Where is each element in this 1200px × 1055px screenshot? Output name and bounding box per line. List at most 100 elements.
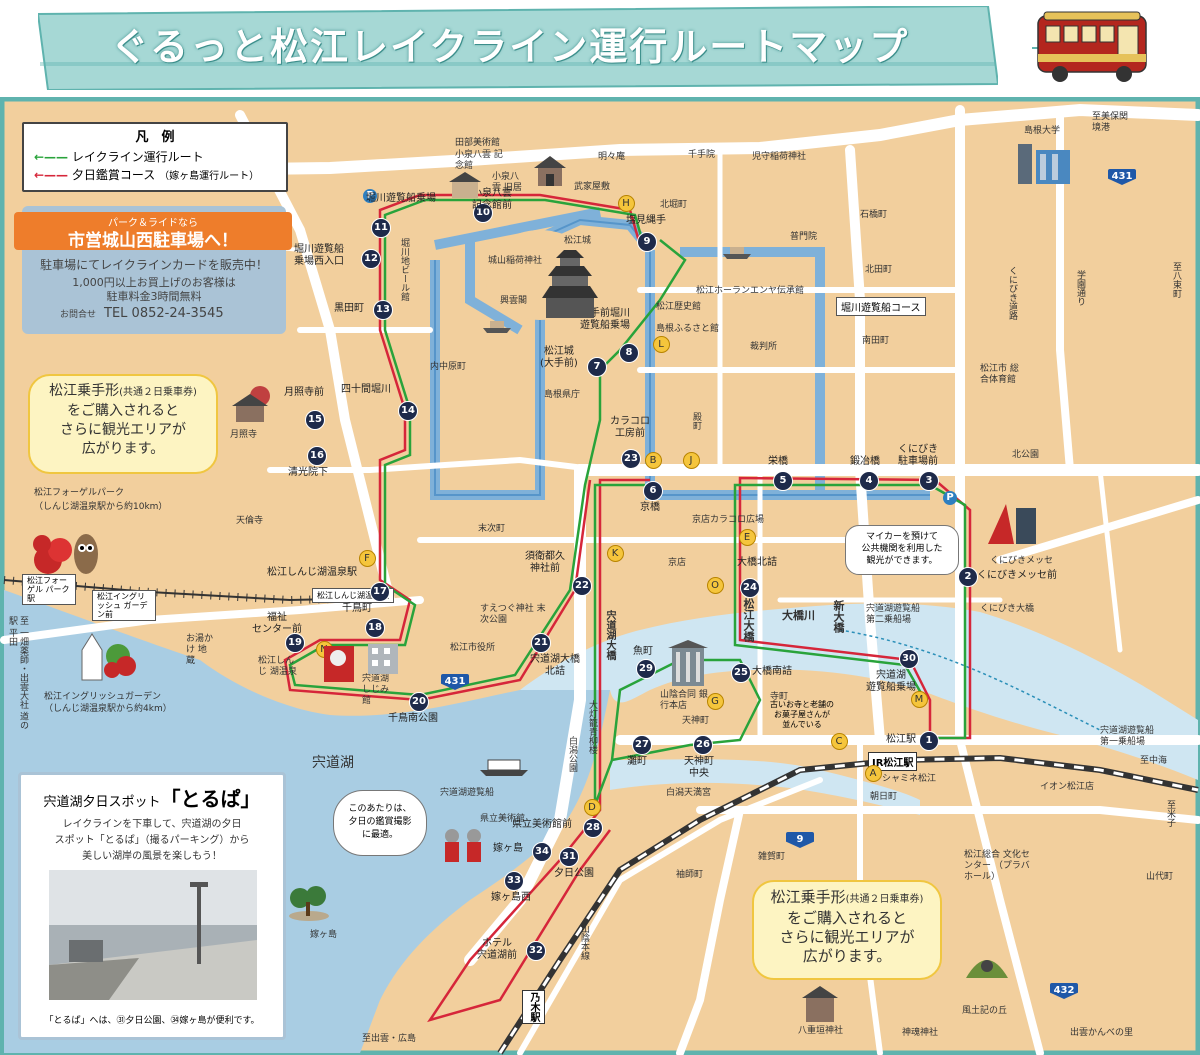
bus-stop-28-badge: 28 bbox=[583, 818, 603, 838]
bus-stop-25-name: 大橋南詰 bbox=[752, 666, 792, 677]
bus-stop-32-name: ホテル宍道湖前 bbox=[477, 938, 517, 961]
bus-stop-23-name: カラコロ工房前 bbox=[610, 416, 650, 439]
bus-stop-22-badge: 22 bbox=[572, 576, 592, 596]
legend-red-label: 夕日鑑賞コース bbox=[71, 168, 156, 182]
bus-stop-26-name: 天神町中央 bbox=[684, 756, 714, 779]
toraba-photo bbox=[49, 870, 257, 1000]
moat-boat-icon-2 bbox=[483, 321, 511, 333]
place-suetsugu: 末次町 bbox=[478, 524, 506, 534]
place-court: 裁判所 bbox=[750, 342, 778, 352]
legend: 凡 例 ←—— レイクライン運行ルート ←—— 夕日鑑賞コース （嫁ヶ島運行ルー… bbox=[22, 122, 288, 192]
bus-stop-5-badge: 5 bbox=[773, 471, 793, 491]
bus-stop-5-name: 栄橋 bbox=[768, 456, 788, 467]
place-asahi: 朝日町 bbox=[870, 792, 898, 802]
parking-title: 市営城山西駐車場へ！ bbox=[68, 231, 238, 251]
bus-stop-9-badge: 9 bbox=[637, 232, 657, 252]
bus-stop-12-name: 堀川遊覧船乗場西入口 bbox=[294, 244, 344, 267]
bus-stop-13-name: 黒田町 bbox=[334, 303, 364, 314]
lake-boat-route bbox=[839, 629, 1101, 731]
bus-stop-25-badge: 25 bbox=[731, 663, 751, 683]
place-history-museum: 松江歴史館 bbox=[656, 302, 702, 312]
place-kitada: 北田町 bbox=[865, 265, 893, 275]
place-shimane-univ: 島根大学 bbox=[1024, 126, 1061, 136]
spot-h-badge: H bbox=[617, 194, 635, 212]
place-sodeshi: 袖師町 bbox=[676, 870, 704, 880]
boat-icon bbox=[480, 759, 528, 776]
fogel-park-station: 松江フォーゲル パーク駅 bbox=[22, 574, 76, 605]
bus-stop-27-name: 灘町 bbox=[627, 756, 647, 767]
bus-stop-2-name: くにびきメッセ前 bbox=[977, 570, 1057, 581]
place-inari: 城山稲荷神社 bbox=[488, 256, 543, 266]
toraba-desc2: スポット「とるぱ」（撮るパーキング）から bbox=[54, 835, 250, 846]
place-kounkaku: 興雲閣 bbox=[500, 296, 528, 306]
route-431-shield-north: 431 bbox=[1108, 169, 1136, 185]
place-meimeian: 明々庵 bbox=[598, 152, 626, 162]
nogi-station: 乃木駅 bbox=[522, 990, 545, 1024]
place-yaegaki: 八重垣神社 bbox=[798, 1026, 844, 1036]
bus-stop-8-badge: 8 bbox=[619, 343, 639, 363]
place-to-yonago: 至米子 bbox=[1165, 800, 1175, 827]
pass-note: (共通２日乗車券) bbox=[119, 387, 197, 398]
park-ride-bubble: マイカーを預けて 公共機関を利用した 観光ができます。 bbox=[845, 525, 959, 575]
place-uchinakabara: 内中原町 bbox=[430, 362, 467, 372]
shijimi-hall-icon bbox=[368, 644, 398, 674]
matsue-ohashi-label: 松江大橋 bbox=[742, 598, 755, 642]
pass-line1-row: 松江乗手形(共通２日乗車券) bbox=[30, 382, 216, 402]
place-yomegashima: 嫁ヶ島 bbox=[310, 930, 338, 940]
shin-ohashi-label: 新大橋 bbox=[832, 600, 845, 633]
title-banner bbox=[38, 6, 998, 90]
pass-callout-left: 松江乗手形(共通２日乗車券) をご購入されると さらに観光エリアが 広がります。 bbox=[28, 374, 218, 474]
bus-stop-29-name: 魚町 bbox=[633, 646, 653, 657]
legend-green-label: レイクライン運行ルート bbox=[71, 150, 204, 164]
bus-stop-24-badge: 24 bbox=[740, 578, 760, 598]
bus-stop-14-name: 四十間堀川 bbox=[341, 384, 391, 395]
bus-stop-2-badge: 2 bbox=[958, 567, 978, 587]
fudoki-hill-icon bbox=[966, 960, 1008, 978]
shimane-univ-icon bbox=[1018, 144, 1070, 184]
matsue-castle-icon bbox=[542, 250, 598, 318]
tel-label: お問合せ bbox=[60, 310, 97, 320]
spot-d-badge: D bbox=[583, 798, 601, 816]
lake-label: 宍道湖 bbox=[312, 755, 354, 771]
spot-e-badge: E bbox=[738, 528, 756, 546]
spot-l-badge: L bbox=[652, 335, 670, 353]
toraba-desc1: レイクラインを下車して、宍道湖の夕日 bbox=[62, 819, 242, 830]
bus-stop-30-name: 宍道湖遊覧船乗場 bbox=[866, 670, 916, 693]
place-horikawa-beer: 堀川地ビール館 bbox=[399, 238, 409, 301]
toraba-desc3: 美しい湖岸の風景を楽しもう！ bbox=[82, 851, 222, 862]
parking-icon-kunibiki: P bbox=[943, 491, 957, 505]
yakumo-museum-icon bbox=[449, 172, 481, 198]
bus-stop-18-name: 千鳥町 bbox=[342, 603, 372, 614]
bus-stop-28-name: 県立美術館前 bbox=[512, 819, 572, 830]
place-otoro: 大灯籠青柳楼 bbox=[587, 700, 597, 754]
ohashi-river-label: 大橋川 bbox=[782, 609, 815, 622]
place-gesshoji: 月照寺 bbox=[230, 430, 258, 440]
sunset-bubble-l3: に最適。 bbox=[361, 830, 398, 840]
car-bubble-l2: 公共機関を利用した bbox=[861, 544, 943, 554]
bus-stop-17-badge: 17 bbox=[370, 582, 390, 602]
place-teramachi: 寺町 bbox=[770, 692, 789, 702]
temple-note-l1: 古いお寺と老舗の bbox=[770, 700, 834, 709]
jizo-statues-icon bbox=[445, 829, 481, 862]
bus-stop-12-badge: 12 bbox=[361, 249, 381, 269]
place-tanabe: 田部美術館 bbox=[455, 138, 501, 148]
bus-stop-33-name: 嫁ヶ島西 bbox=[491, 892, 531, 903]
place-gakuen-dori: 学園通り bbox=[1075, 270, 1085, 306]
parking-line3: 駐車料金3時間無料 bbox=[106, 290, 202, 303]
place-shijimi: 宍道湖 しじみ館 bbox=[362, 674, 390, 706]
oyukake-jizo-icon bbox=[324, 646, 354, 682]
bus-stop-34-badge: 34 bbox=[532, 842, 552, 862]
bus-stop-34-name: 嫁ヶ島 bbox=[493, 843, 523, 854]
toraba-title-pre: 宍道湖夕日スポット bbox=[43, 795, 161, 810]
roads bbox=[0, 103, 1200, 1055]
place-to-mihonoseki: 至美保関 境港 bbox=[1092, 112, 1129, 133]
toraba-caption: 「とるぱ」へは、㉛夕日公園、㉞嫁ヶ島が便利です。 bbox=[44, 1016, 260, 1026]
pass-line2-right: をご購入されると bbox=[786, 909, 907, 927]
place-sanin-godo: 山陰合同 銀行本店 bbox=[660, 690, 708, 711]
place-lake-boat-1: 宍道湖遊覧船 第一乗船場 bbox=[1100, 726, 1155, 747]
bus-stop-10-badge: 10 bbox=[473, 203, 493, 223]
bus-stop-21-name: 宍道湖大橋北詰 bbox=[530, 654, 580, 677]
bus-stop-16-badge: 16 bbox=[307, 446, 327, 466]
